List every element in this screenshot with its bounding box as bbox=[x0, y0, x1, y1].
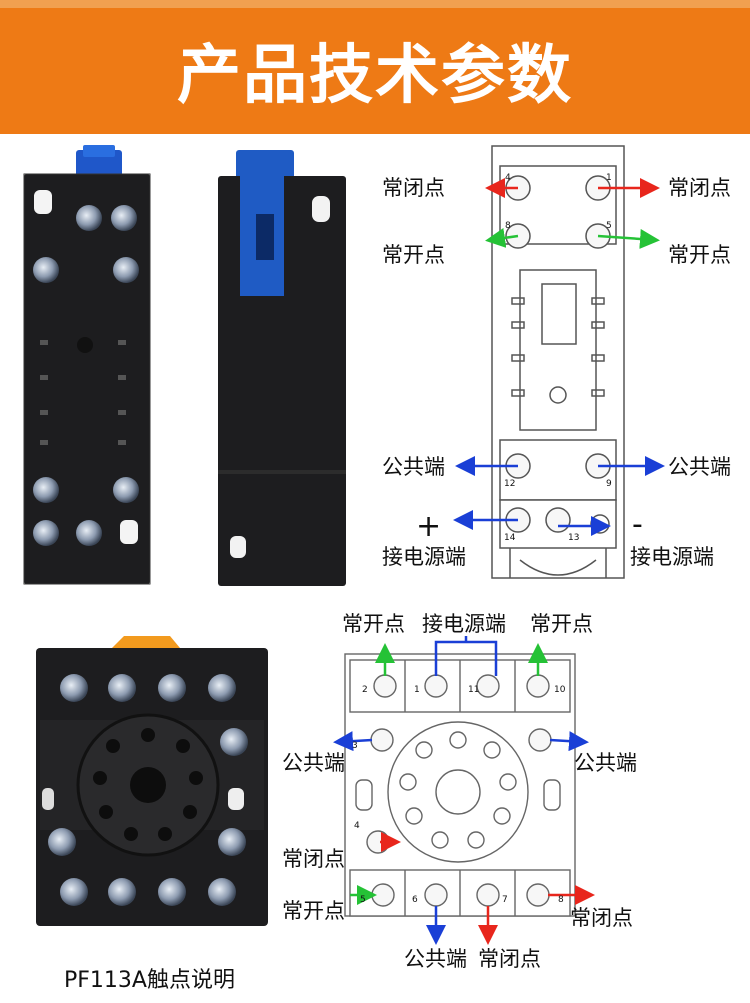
term-pwr-right: 13 bbox=[568, 533, 579, 543]
label-power-top: 接电源端 bbox=[422, 612, 506, 636]
label-power-right: 接电源端 bbox=[630, 545, 714, 569]
label-nc-bottom: 常闭点 bbox=[478, 947, 541, 971]
term-pwr-left: 14 bbox=[504, 533, 516, 543]
banner-highlight bbox=[0, 0, 750, 8]
label-com-right: 公共端 bbox=[668, 455, 731, 479]
header-banner: 产品技术参数 bbox=[0, 0, 750, 134]
wiring-diagram-bottom bbox=[344, 653, 576, 917]
label-com-bottom: 公共端 bbox=[404, 947, 467, 971]
label-no-top-right: 常开点 bbox=[530, 612, 593, 636]
label-nc-left-b: 常闭点 bbox=[282, 847, 345, 871]
socket-side-photo bbox=[218, 150, 346, 586]
term-top-right: 1 bbox=[606, 173, 612, 183]
socket-front-photo bbox=[23, 145, 151, 585]
term-nc-4: 4 bbox=[354, 821, 360, 831]
diagram-top-labels: 常闭点 常闭点 常开点 常开点 公共端 公共端 + - 接电源端 接电源端 4 … bbox=[382, 173, 731, 569]
diagram-bottom-arrows bbox=[333, 636, 595, 945]
label-no-left: 常开点 bbox=[382, 243, 445, 267]
diagram-top-arrows bbox=[453, 178, 665, 536]
term-top-11: 11 bbox=[468, 685, 479, 695]
term-no-right: 5 bbox=[606, 221, 612, 231]
term-bottom-5: 5 bbox=[360, 895, 366, 905]
label-no-left-b: 常开点 bbox=[282, 899, 345, 923]
term-bottom-6: 6 bbox=[412, 895, 418, 905]
label-minus: - bbox=[632, 507, 643, 542]
term-bottom-7: 7 bbox=[502, 895, 508, 905]
term-top-1: 1 bbox=[414, 685, 420, 695]
label-nc-left: 常闭点 bbox=[382, 176, 445, 200]
term-bottom-8: 8 bbox=[558, 895, 564, 905]
term-com-right: 9 bbox=[606, 479, 612, 489]
wiring-diagram-top bbox=[491, 145, 625, 579]
term-no-left: 8 bbox=[505, 221, 511, 231]
label-power-left: 接电源端 bbox=[382, 545, 466, 569]
label-no-right: 常开点 bbox=[668, 243, 731, 267]
term-top-left: 4 bbox=[505, 173, 511, 183]
label-com-left-b: 公共端 bbox=[282, 751, 345, 775]
label-com-left: 公共端 bbox=[382, 455, 445, 479]
label-com-right-b: 公共端 bbox=[574, 751, 637, 775]
label-nc-right-b: 常闭点 bbox=[570, 906, 633, 930]
page-title: 产品技术参数 bbox=[177, 39, 573, 113]
pf113a-caption: PF113A触点说明 bbox=[64, 968, 235, 993]
term-com-left: 12 bbox=[504, 479, 515, 489]
label-nc-right: 常闭点 bbox=[668, 176, 731, 200]
term-top-10: 10 bbox=[554, 685, 566, 695]
diagram-bottom-labels: 常开点 接电源端 常开点 公共端 公共端 常闭点 常开点 常闭点 公共端 常闭点… bbox=[282, 612, 637, 971]
pf113a-socket-photo bbox=[36, 636, 268, 926]
label-no-top-left: 常开点 bbox=[342, 612, 405, 636]
term-left-3: 3 bbox=[352, 741, 358, 751]
term-top-2: 2 bbox=[362, 685, 368, 695]
label-plus: + bbox=[416, 509, 441, 544]
